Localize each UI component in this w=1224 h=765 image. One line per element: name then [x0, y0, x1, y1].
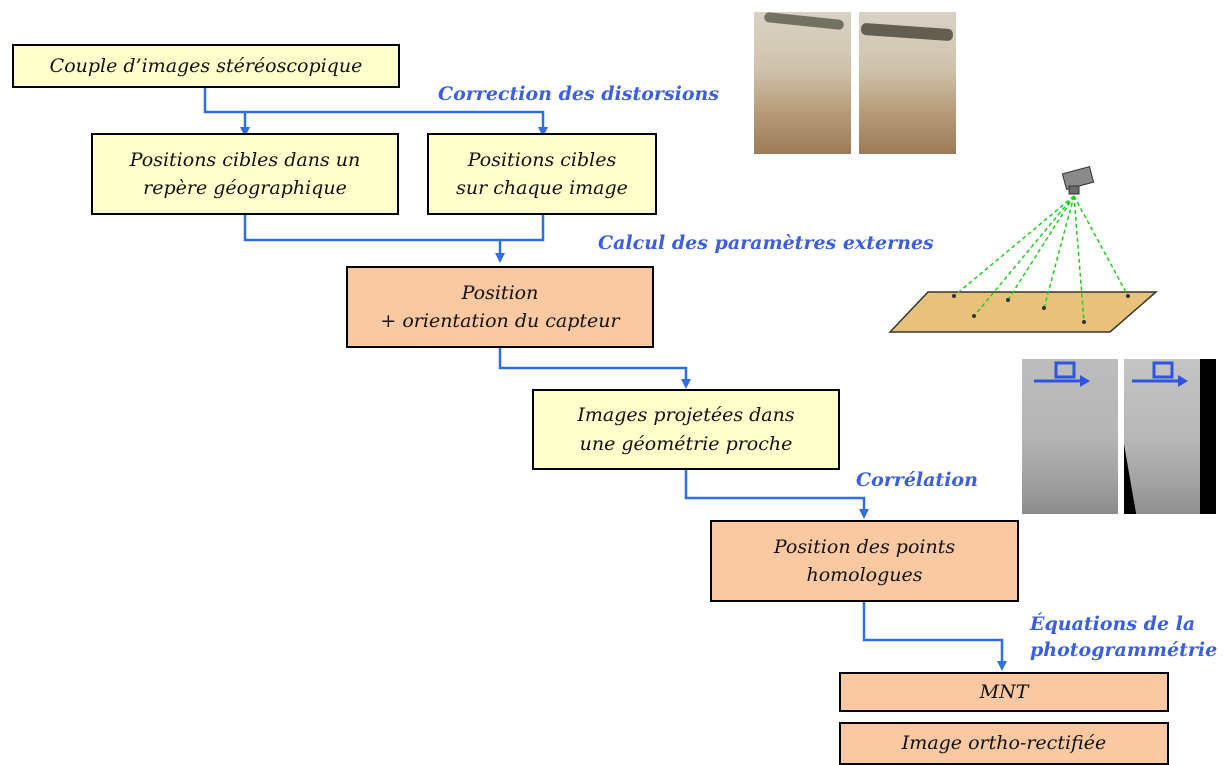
sensor-box: Position + orientation du capteur	[346, 266, 654, 348]
projected-line2: une géométrie proche	[579, 432, 793, 455]
ortho-image-box: Image ortho-rectifiée	[839, 722, 1169, 765]
sensor-line2: + orientation du capteur	[380, 310, 620, 332]
equations-line1: Équations de la	[1030, 613, 1196, 635]
homologous-line2: homologues	[806, 564, 923, 586]
targets-geo-line1: Positions cibles dans un	[129, 148, 361, 171]
arrow-image-to-sensor	[500, 213, 545, 242]
targets-image-line1: Positions cibles	[467, 148, 617, 171]
stereo-photo-left	[754, 12, 851, 154]
target-points	[952, 294, 1130, 324]
projected-photo-right	[1124, 359, 1216, 514]
correlation-label: Corrélation	[856, 469, 978, 491]
ortho-text: Image ortho-rectifiée	[901, 732, 1107, 755]
arrow-projected-to-homologous	[684, 467, 869, 519]
projected-images-box: Images projetées dans une géométrie proc…	[532, 389, 840, 470]
green-rays	[953, 195, 1129, 323]
stereo-pair-box: Couple d’images stéréoscopique	[12, 44, 400, 88]
arrow-homologous-to-mnt	[862, 600, 1007, 671]
projected-photo-left	[1022, 359, 1118, 514]
external-params-label: Calcul des paramètres externes	[598, 232, 934, 254]
targets-geo-box: Positions cibles dans un repère géograph…	[91, 133, 399, 215]
mnt-text: MNT	[979, 680, 1029, 703]
arrow-geo-to-sensor	[243, 213, 505, 263]
targets-image-line2: sur chaque image	[456, 177, 628, 199]
ground-plane	[888, 291, 1159, 333]
window-arrow-icon	[1034, 361, 1090, 387]
mnt-box: MNT	[839, 672, 1169, 712]
sensor-line1: Position	[461, 281, 539, 304]
window-arrow-icon	[1132, 361, 1188, 387]
arrow-stereo-to-image	[245, 110, 548, 137]
targets-image-box: Positions cibles sur chaque image	[427, 133, 657, 215]
equations-line2: photogrammétrie	[1030, 638, 1218, 661]
targets-geo-line2: repère géographique	[143, 177, 347, 199]
stereo-pair-text: Couple d’images stéréoscopique	[49, 54, 363, 77]
arrow-sensor-to-projected	[498, 345, 691, 389]
projected-line1: Images projetées dans	[577, 404, 795, 426]
photogrammetry-equations-label: Équations de la photogrammétrie	[1030, 612, 1217, 663]
homologous-line1: Position des points	[773, 535, 956, 558]
stereo-photo-right	[859, 12, 956, 154]
homologous-points-box: Position des points homologues	[710, 520, 1019, 602]
arrow-stereo-to-geo	[203, 86, 250, 137]
distortion-correction-label: Correction des distorsions	[438, 83, 720, 105]
camera-ground-illustration	[888, 166, 1159, 333]
camera-icon	[1061, 166, 1095, 195]
